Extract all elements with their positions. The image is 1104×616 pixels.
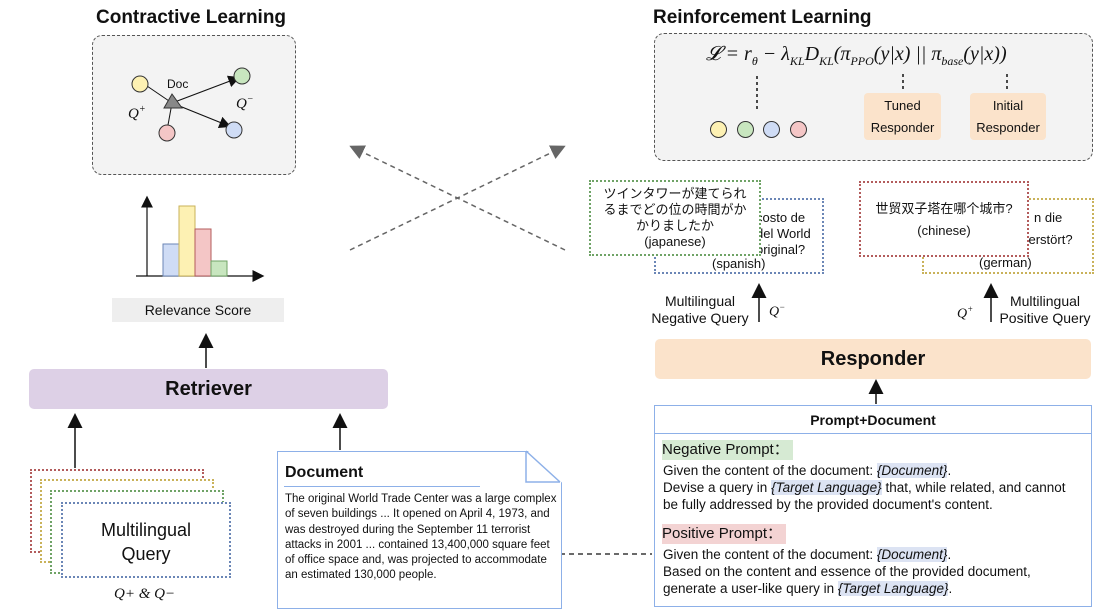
chinese-text: 世贸双子塔在哪个城市? [875, 201, 1013, 216]
reward-dot-red [790, 121, 807, 138]
prompt-document-box: Prompt+Document Negative Prompt： Given t… [654, 405, 1092, 607]
query-caption: Q+ & Q− [114, 586, 176, 602]
query-line1: Multilingual [100, 520, 192, 540]
positive-prompt-label: Positive Prompt： [662, 524, 787, 544]
relevance-score-label: Relevance Score [112, 298, 284, 322]
multilingual-query-card: Multilingual Query [61, 502, 231, 578]
japanese-line3: かりましたか [635, 218, 714, 233]
german-line1: n die [1034, 210, 1063, 225]
relevance-bar-chart [136, 195, 265, 282]
retriever-block: Retriever [29, 369, 388, 409]
japanese-line2: るまでどの位の時間がか [603, 202, 747, 217]
positive-query-label: Multilingual Positive Query [999, 293, 1091, 326]
japanese-tag: (japanese) [644, 234, 706, 249]
spanish-line3: original? [756, 242, 806, 257]
prompt-document-title: Prompt+Document [810, 412, 936, 428]
embedding-space [131, 67, 251, 142]
negative-prompt-label: Negative Prompt： [662, 440, 793, 460]
q-minus-label: Q− [236, 94, 254, 112]
tuned-responder-box: Tuned Responder [864, 93, 941, 140]
neg-prompt-line1: Given the content of the document: {Docu… [663, 463, 952, 478]
q-minus-right: Q− [769, 302, 786, 320]
negative-query-label: Multilingual Negative Query [651, 293, 749, 326]
german-line2: zerstört? [1022, 232, 1073, 247]
chinese-query-card: 世贸双子塔在哪个城市? (chinese) [859, 181, 1029, 257]
pos-prompt-line3: generate a user-like query in {Target La… [663, 581, 953, 596]
point-red [158, 124, 176, 142]
bar-green [210, 260, 228, 277]
doc-label: Doc [167, 77, 189, 91]
query-line2: Query [121, 544, 171, 564]
spanish-line1: costo de [756, 210, 806, 225]
point-blue [225, 121, 243, 139]
cross-arrow-left [349, 145, 566, 251]
neg-prompt-line3: be fully addressed by the provided docum… [663, 497, 993, 512]
reinforcement-learning-title: Reinforcement Learning [653, 7, 872, 28]
spanish-line2: del World [756, 226, 811, 241]
bar-blue [162, 243, 180, 277]
initial-line1: Initial [992, 98, 1024, 113]
prompt-divider [655, 433, 1091, 434]
document-card: Document The original World Trade Center… [277, 451, 562, 609]
bar-red [194, 228, 212, 277]
point-green [233, 67, 251, 85]
point-yellow [131, 75, 149, 93]
link-yellow [146, 85, 173, 104]
chinese-tag: (chinese) [917, 223, 971, 238]
pos-prompt-line2: Based on the content and essence of the … [663, 564, 1031, 579]
neg-prompt-line2: Devise a query in {Target Language} that… [663, 480, 1066, 495]
document-title: Document [285, 464, 364, 481]
responder-block: Responder [655, 339, 1091, 379]
reward-dot-blue [763, 121, 780, 138]
reward-dot-green [737, 121, 754, 138]
initial-responder-box: Initial Responder [970, 93, 1046, 140]
doc-triangle [163, 93, 183, 109]
cross-arrow-right [349, 145, 566, 251]
japanese-line1: ツインタワーが建てられ [603, 186, 747, 201]
document-divider [284, 486, 480, 487]
tuned-line1: Tuned [884, 98, 921, 113]
kl-formula: 𝓛 = rθ − λKLDKL(πPPO(y|x) || πbase(y|x)) [706, 43, 1007, 68]
german-tag: (german) [979, 255, 1032, 270]
reward-dot-yellow [710, 121, 727, 138]
contrastive-learning-title: Contractive Learning [96, 7, 287, 28]
q-plus-label: Q+ [128, 104, 146, 122]
document-body: The original World Trade Center was a la… [285, 493, 557, 582]
bar-yellow [178, 205, 196, 277]
q-plus-right: Q+ [957, 304, 974, 322]
link-green [171, 75, 241, 104]
spanish-tag: (spanish) [712, 256, 766, 271]
pos-prompt-line1: Given the content of the document: {Docu… [663, 547, 952, 562]
initial-line2: Responder [976, 120, 1040, 135]
tuned-line2: Responder [870, 120, 935, 135]
japanese-query-card: ツインタワーが建てられ るまでどの位の時間がか かりましたか (japanese… [589, 180, 761, 256]
